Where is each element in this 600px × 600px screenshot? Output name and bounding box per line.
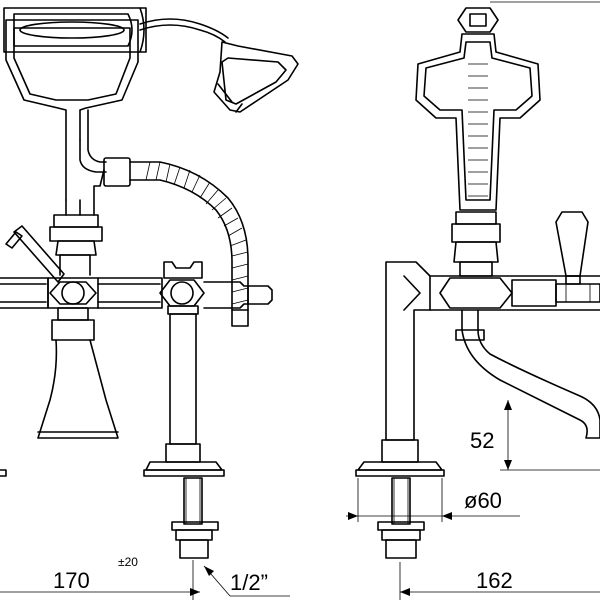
side-body — [429, 275, 600, 311]
dim-162: 162 — [476, 568, 513, 593]
handset-handle — [3, 7, 229, 53]
shower-head — [213, 41, 299, 113]
side-shank — [377, 477, 425, 559]
dim-diameter: ø60 — [464, 488, 502, 513]
left-foot — [37, 307, 119, 439]
threaded-shank — [171, 477, 219, 559]
side-column — [451, 211, 501, 277]
side-top-cap — [457, 1, 600, 33]
hose — [93, 157, 249, 327]
handset-cradle — [5, 19, 139, 216]
dimension-width: 170 ±20 — [0, 555, 200, 600]
left-lever — [5, 225, 65, 283]
central-column — [49, 214, 103, 276]
dimension-diameter: ø60 — [346, 478, 520, 522]
dim-52: 52 — [470, 428, 494, 453]
mixer-body — [0, 277, 273, 309]
side-elevation: 52 ø60 162 — [346, 1, 600, 600]
dim-170: 170 — [53, 568, 90, 593]
dim-tolerance: ±20 — [118, 555, 138, 569]
dimension-spout-height: 52 — [470, 400, 600, 471]
dimension-depth: 162 — [399, 562, 600, 600]
side-handset — [415, 33, 541, 211]
side-pillar — [355, 261, 445, 477]
right-leg — [143, 261, 225, 477]
dim-thread: 1/2” — [230, 570, 268, 595]
dimension-thread: 1/2” — [203, 565, 290, 597]
front-elevation: 170 ±20 1/2” — [0, 7, 299, 600]
side-spout — [455, 309, 600, 439]
side-lever — [555, 211, 589, 285]
